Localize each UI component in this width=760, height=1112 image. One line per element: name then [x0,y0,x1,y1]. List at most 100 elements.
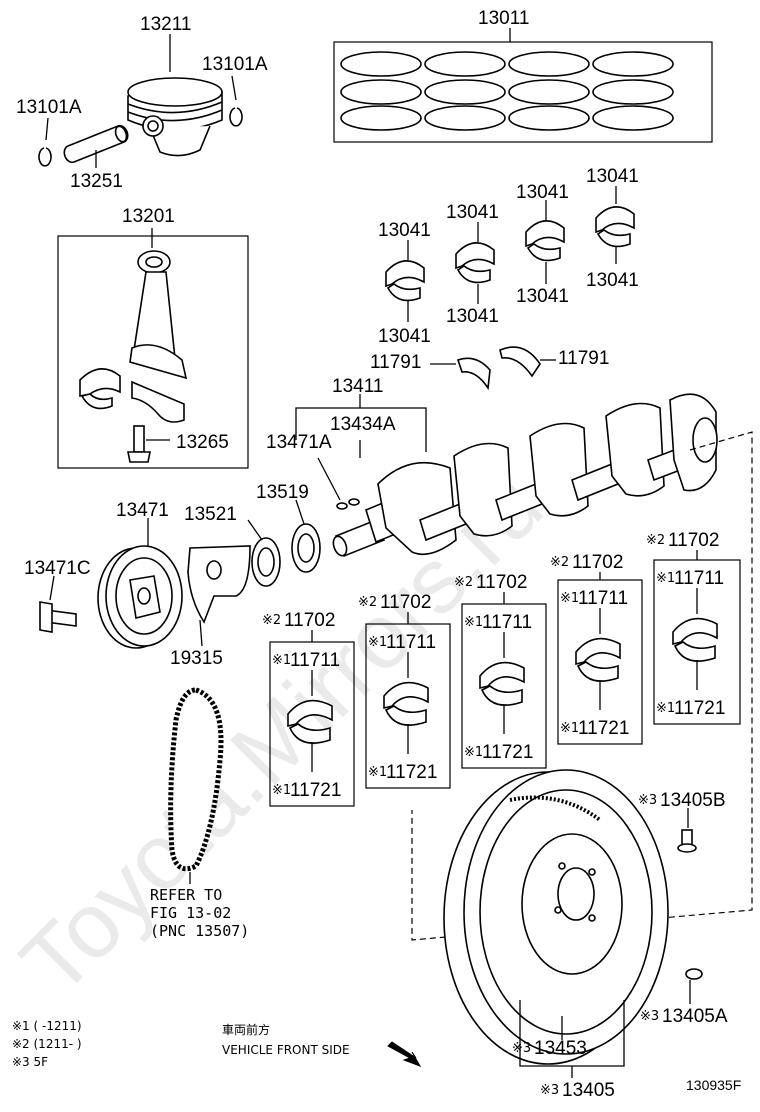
legend-line-3: ※3 5F [12,1055,48,1069]
legend-line-1: ※1 ( -1211) [12,1019,82,1033]
set-mark: ※2 [454,575,473,590]
part-label-11702: 11702 [380,592,431,613]
part-label-13011: 13011 [478,8,529,29]
part-label-13041-d: 13041 [446,306,499,327]
mark-13453: ※3 [512,1041,531,1056]
part-label-13471: 13471 [116,500,169,521]
part-label-13519: 13519 [256,482,309,503]
timing-sprocket-13521 [247,519,281,587]
crankshaft-pulley [97,518,183,649]
part-label-11711: 11711 [290,650,340,671]
part-label-13411: 13411 [332,376,383,397]
refer-text-line2: FIG 13-02 [150,904,231,922]
drive-plate-bolt [677,808,697,853]
part-label-13521: 13521 [184,504,237,525]
refer-text-line1: REFER TO [150,886,222,904]
mark-13405: ※3 [540,1083,559,1098]
direction-text-jp: 車両前方 [222,1022,270,1037]
part-label-19315: 19315 [170,648,223,669]
lower-main-bearing-shell [480,685,523,706]
part-label-13405b: 13405B [660,790,726,811]
upper-main-bearing-shell [287,699,333,728]
drive-plate-assembly [443,769,669,1078]
mark-13405a: ※3 [640,1009,659,1024]
lower-main-bearing-shell [576,661,619,682]
set-mark: ※2 [550,555,569,570]
lower-mark: ※1 [464,745,483,760]
part-label-11711: 11711 [578,588,628,609]
upper-main-bearing-shell [575,637,621,666]
lower-main-bearing-shell [673,641,716,662]
lower-main-bearing-shell [288,723,331,744]
upper-main-bearing-shell [383,681,429,710]
part-label-13265: 13265 [176,432,229,453]
lower-mark: ※1 [656,701,675,716]
set-mark: ※2 [646,533,665,548]
mark-13405b: ※3 [638,793,657,808]
part-label-13041-e: 13041 [516,182,569,203]
lower-mark: ※1 [560,721,579,736]
piston-pin-snap-ring-right [229,75,243,127]
timing-sprocket-13519 [291,499,321,573]
part-label-13471c: 13471C [24,558,91,579]
pulley-bolt [39,575,77,633]
piston-pin [63,124,129,168]
part-label-13471a: 13471A [266,432,332,453]
upper-mark: ※1 [272,653,291,668]
rod-bearing-3 [525,200,565,284]
part-label-13405a: 13405A [662,1006,728,1027]
part-label-11711: 11711 [386,632,436,653]
rod-bearing-2 [455,222,495,304]
part-label-11791-left: 11791 [370,352,421,373]
direction-text-en: VEHICLE FRONT SIDE [222,1043,350,1057]
upper-mark: ※1 [368,635,387,650]
rod-bearing-1 [385,240,425,322]
crankshaft-timing-gear-plate [187,545,251,647]
piston-pin-snap-ring-left [38,117,52,167]
upper-mark: ※1 [656,571,675,586]
rod-bearing-4 [595,186,635,264]
part-label-13251: 13251 [70,171,123,192]
part-label-11702: 11702 [572,552,623,573]
thrust-washer-left [430,357,491,391]
part-label-13405: 13405 [562,1080,615,1101]
part-label-13101a-right: 13101A [202,54,268,75]
lower-mark: ※1 [368,765,387,780]
part-label-11711: 11711 [482,612,532,633]
upper-mark: ※1 [464,615,483,630]
part-label-11791-right: 11791 [558,348,609,369]
part-label-11702: 11702 [668,530,719,551]
crankshaft-keys [317,457,360,510]
part-label-11721: 11721 [290,780,341,801]
part-label-13211: 13211 [140,14,191,35]
part-label-13041-c: 13041 [446,202,499,223]
timing-chain [168,687,224,884]
part-label-13041-h: 13041 [586,270,639,291]
upper-main-bearing-shell [479,661,525,690]
crankshaft [295,393,718,558]
connecting-rod-assembly [57,228,249,469]
part-label-11702: 11702 [284,610,335,631]
lower-mark: ※1 [272,783,291,798]
figure-code: 130935F [686,1077,741,1093]
drive-plate-pin [685,968,703,1004]
legend-line-2: ※2 (1211- ) [12,1037,82,1051]
part-label-11711: 11711 [674,568,724,589]
part-label-11721: 11721 [578,718,629,739]
part-label-11702: 11702 [476,572,527,593]
lower-main-bearing-shell [384,705,427,726]
part-label-13201: 13201 [122,206,175,227]
set-mark: ※2 [262,613,281,628]
piston-ring-set [333,28,713,143]
refer-text-line3: (PNC 13507) [150,922,249,940]
part-label-13041-f: 13041 [516,286,569,307]
part-label-11721: 11721 [482,742,533,763]
part-label-13041-a: 13041 [378,220,431,241]
part-label-13434a: 13434A [330,414,396,435]
thrust-washer-right [499,346,556,378]
